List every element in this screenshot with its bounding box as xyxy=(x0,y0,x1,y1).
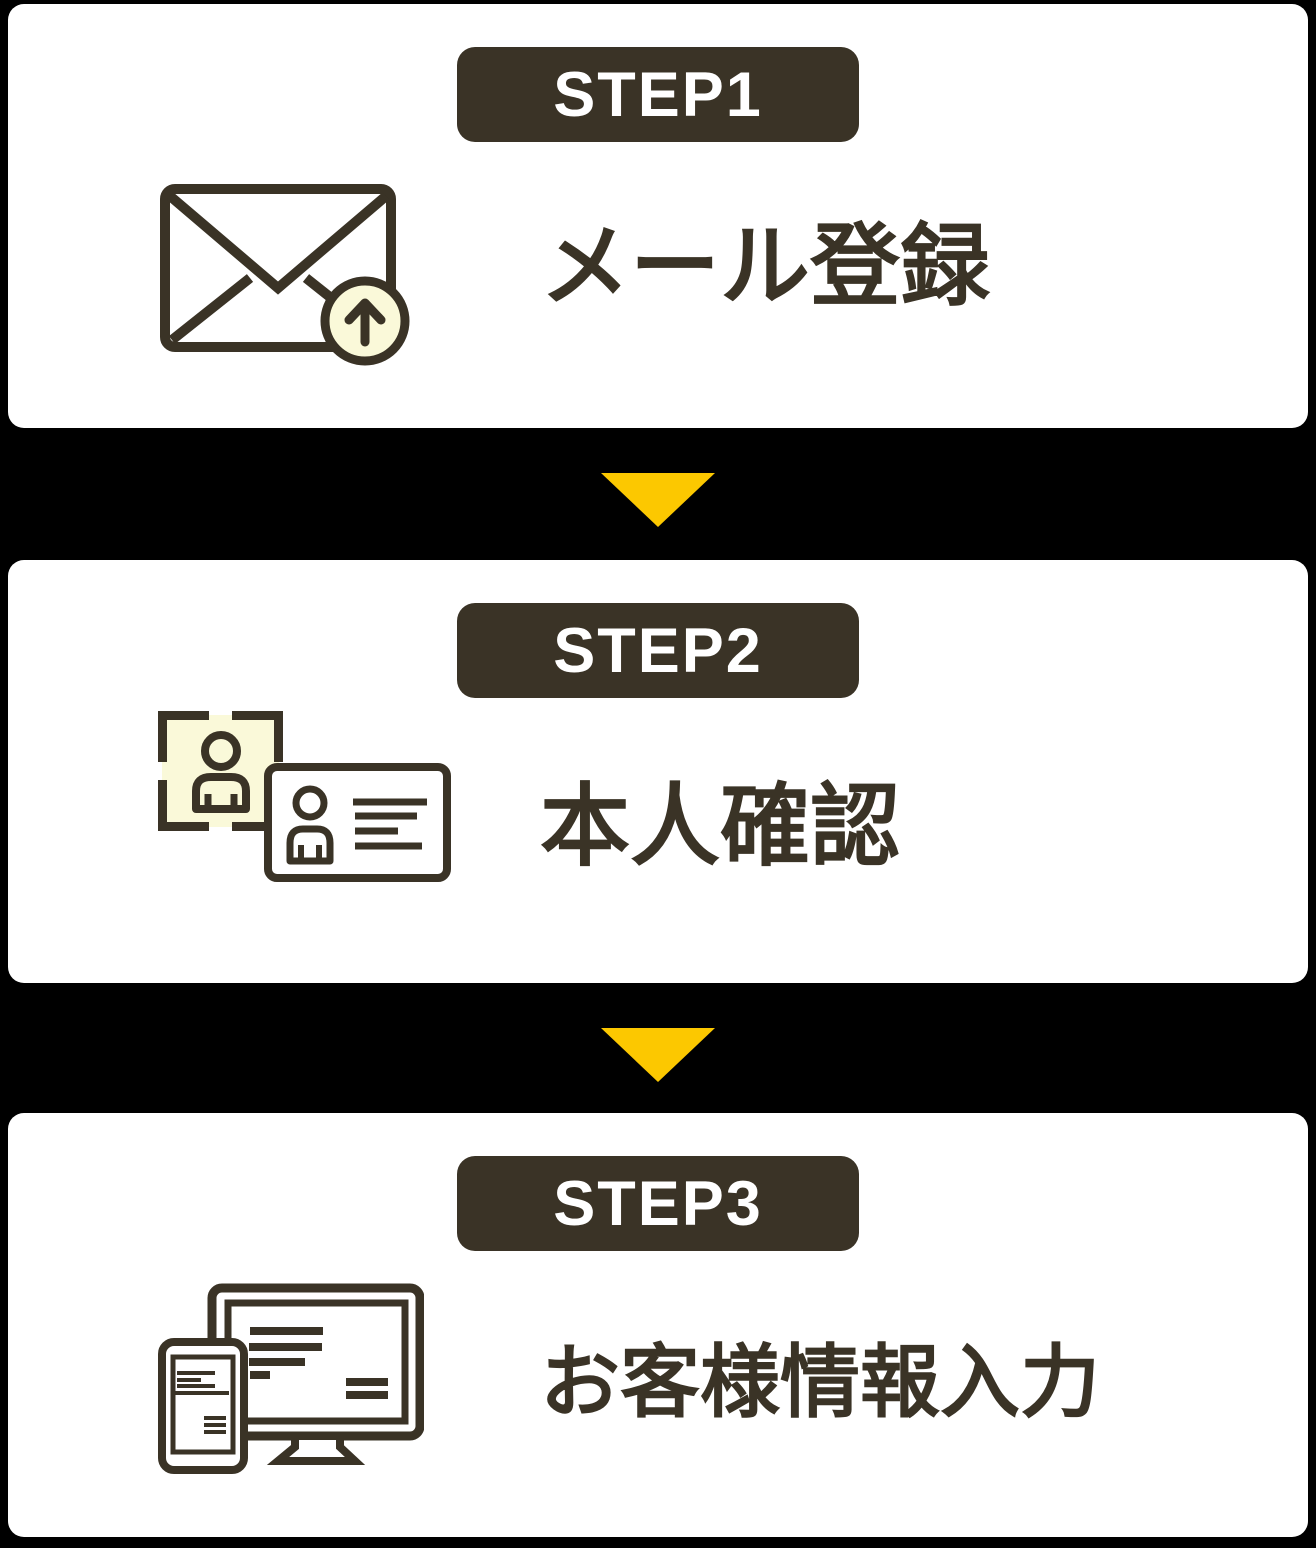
mail-upload-icon xyxy=(158,182,410,371)
step-card-3: STEP3 お客様情報入力 xyxy=(8,1113,1308,1537)
step3-badge-label: STEP3 xyxy=(553,1168,763,1239)
down-arrow-icon xyxy=(601,473,715,527)
step1-badge-label: STEP1 xyxy=(553,59,763,130)
identity-verification-icon xyxy=(152,698,452,893)
step2-badge-label: STEP2 xyxy=(553,615,763,686)
step3-badge: STEP3 xyxy=(457,1156,859,1251)
devices-input-icon xyxy=(158,1283,425,1480)
down-arrow-icon xyxy=(601,1028,715,1082)
step-card-2: STEP2 本人確認 xyxy=(8,560,1308,983)
step1-badge: STEP1 xyxy=(457,47,859,142)
step1-label: メール登録 xyxy=(540,217,990,317)
step3-label: お客様情報入力 xyxy=(540,1338,1100,1427)
step-card-1: STEP1 メール登録 xyxy=(8,4,1308,428)
step2-badge: STEP2 xyxy=(457,603,859,698)
step2-label: 本人確認 xyxy=(540,777,900,877)
